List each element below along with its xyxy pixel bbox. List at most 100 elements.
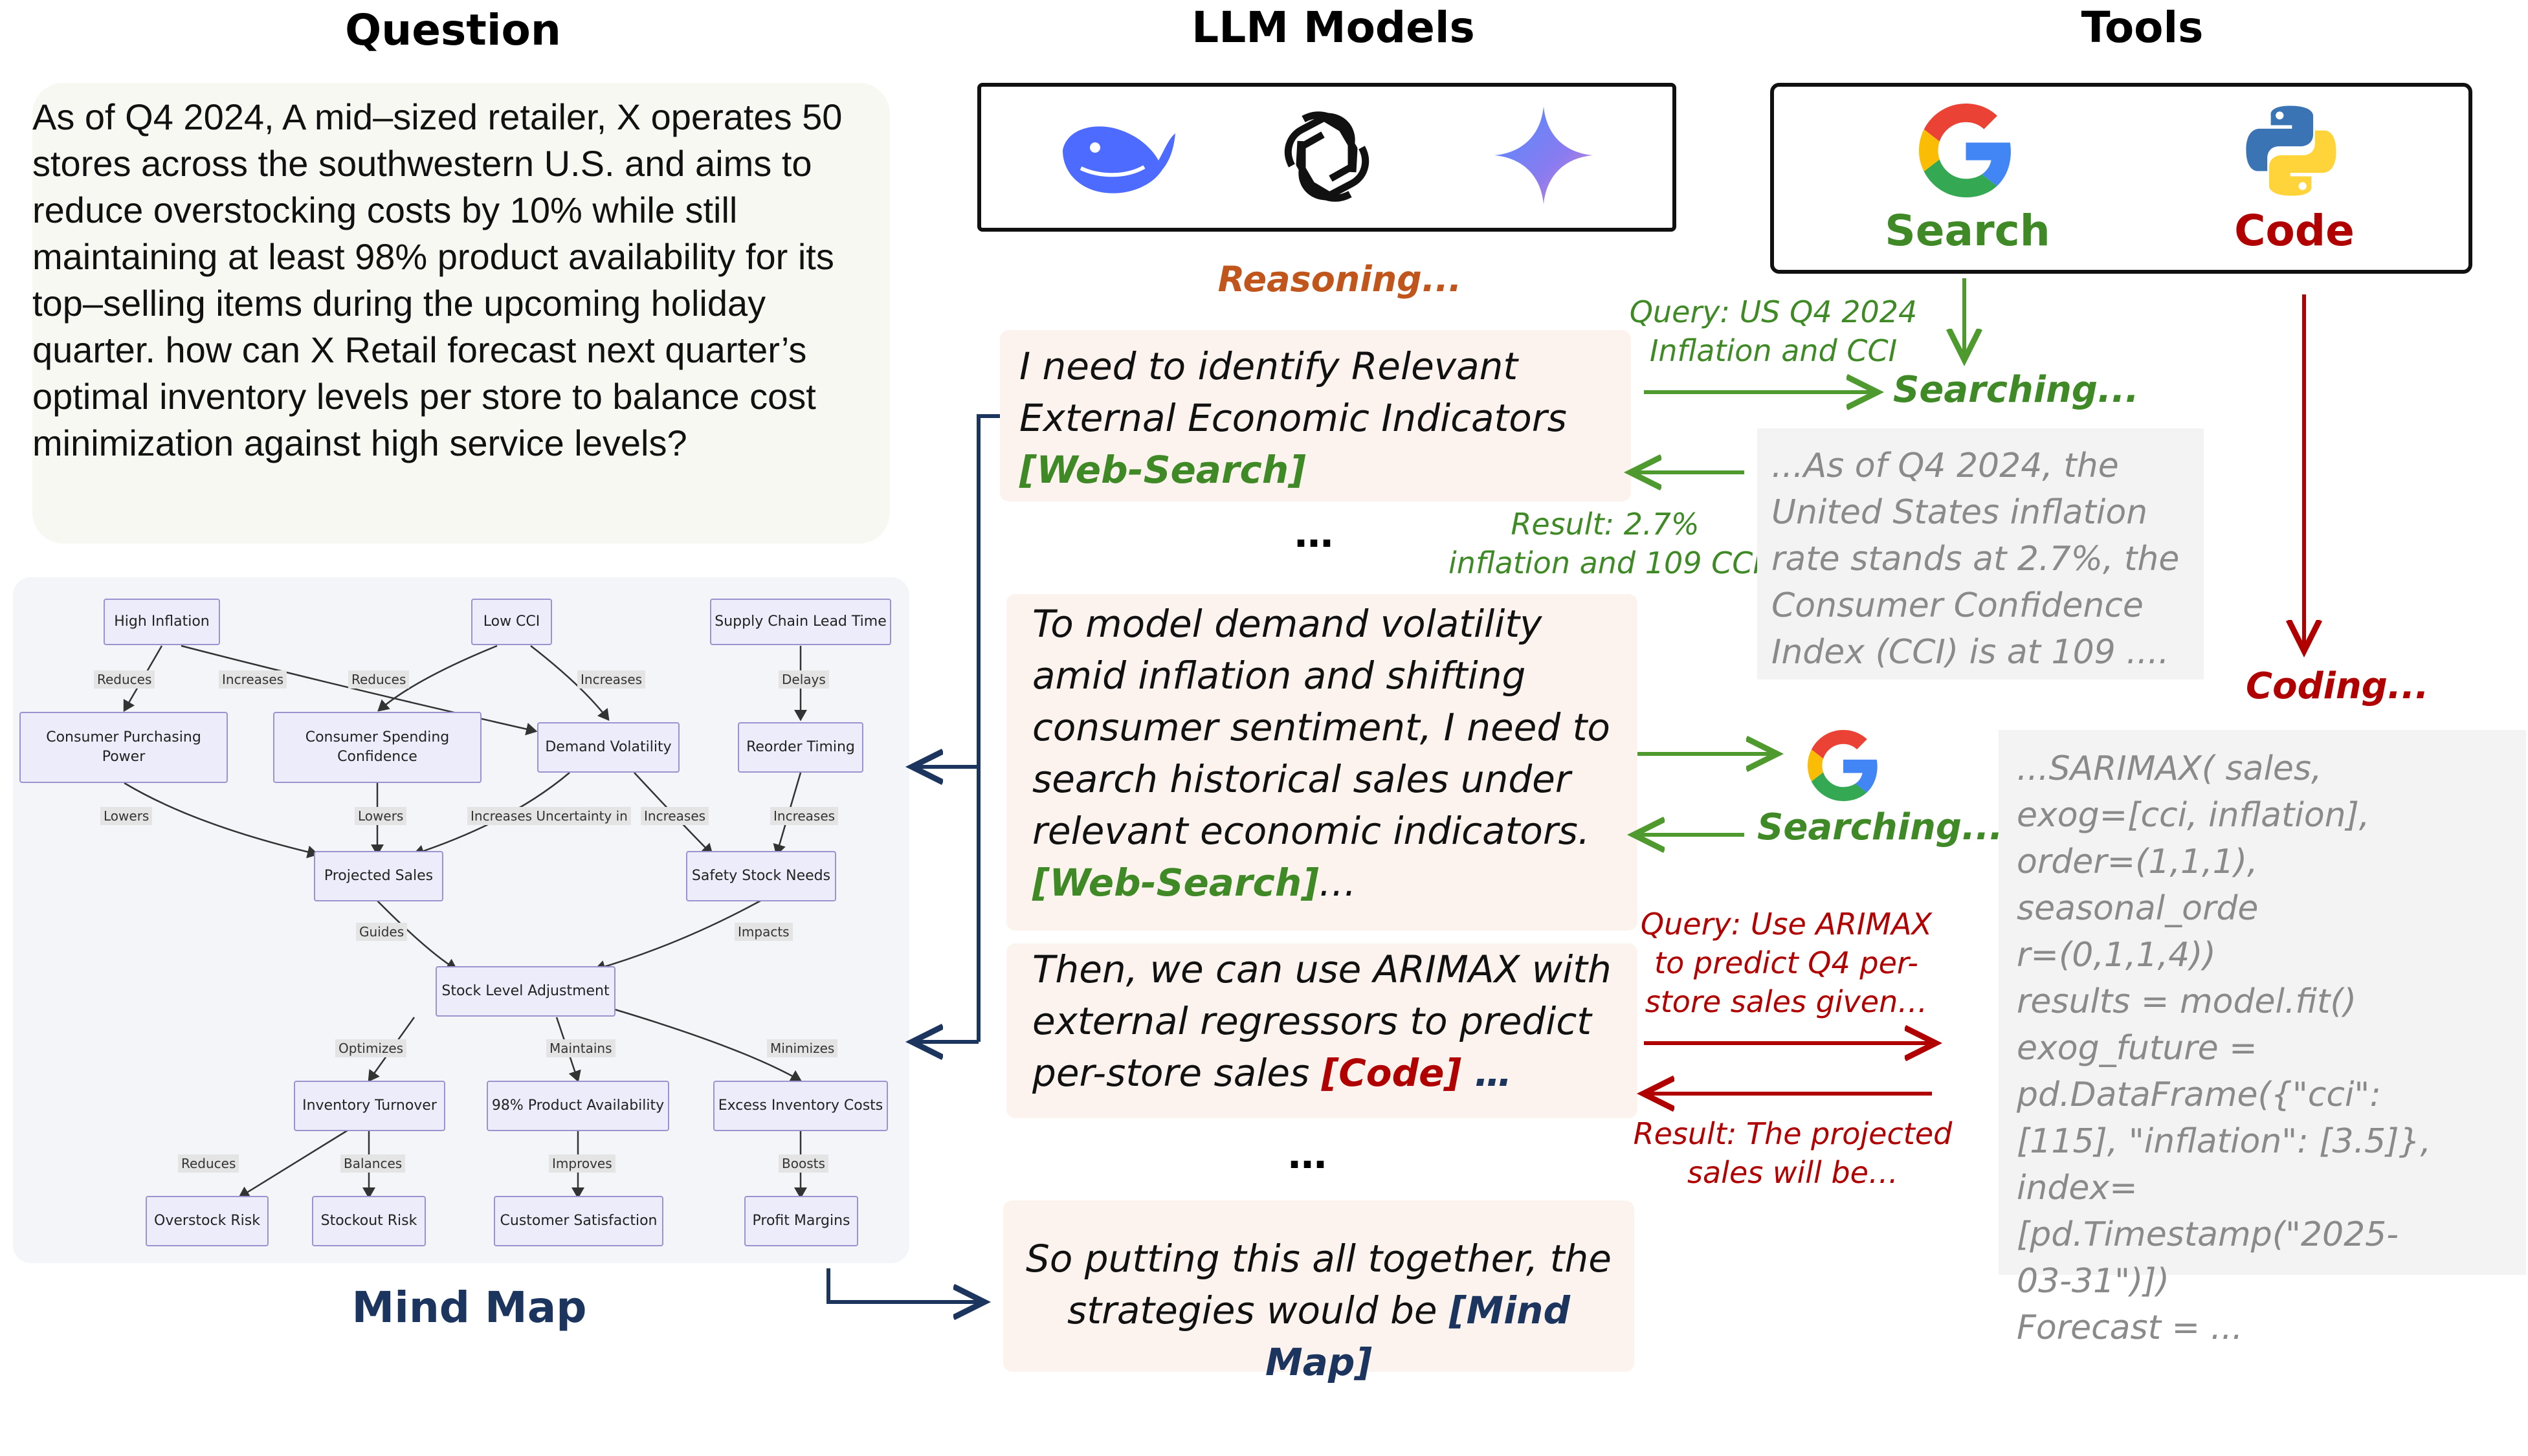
mm-node-excess-costs: Excess Inventory Costs	[713, 1081, 888, 1131]
search-query-label: Query: US Q4 2024 Inflation and CCI	[1605, 292, 1942, 370]
coding-label: Coding...	[2246, 665, 2429, 707]
code-line6: exog_future =	[2017, 1029, 2257, 1068]
code-line4: r=(0,1,1,4))	[2017, 936, 2216, 975]
mm-node-safety-stock: Safety Stock Needs	[686, 851, 836, 901]
code-line1: ...SARIMAX( sales,	[2017, 749, 2322, 788]
searching-label-2: Searching...	[1757, 806, 2003, 848]
code-query-line1: Query: Use ARIMAX	[1640, 907, 1933, 942]
mm-node-reorder-timing: Reorder Timing	[738, 722, 863, 773]
mm-edge-increases-uncertainty: Increases Uncertainty in	[467, 807, 631, 825]
code-result-line1: Result: The projected	[1633, 1116, 1953, 1151]
mm-node-projected-sales: Projected Sales	[314, 851, 443, 901]
result-text-line5: Index (CCI) is at 109 ....	[1771, 633, 2169, 672]
step2-line4: search historical sales under	[1032, 757, 1571, 801]
step3-line3: per-store sales	[1032, 1051, 1322, 1095]
code-line5: results = model.fit()	[2017, 982, 2356, 1021]
tools-box	[1770, 83, 2472, 274]
mm-node-low-cci: Low CCI	[471, 599, 552, 645]
mm-node-high-inflation: High Inflation	[104, 599, 220, 645]
searching-label-1: Searching...	[1893, 369, 2139, 411]
result-text-line4: Consumer Confidence	[1771, 586, 2144, 625]
code-query-label: Query: Use ARIMAX to predict Q4 per- sto…	[1631, 905, 1942, 1021]
reasoning-step-2: To model demand volatility amid inflatio…	[1006, 594, 1637, 931]
step1-line2: External Economic Indicators	[1019, 396, 1567, 440]
step3-code-tag: [Code]	[1321, 1051, 1462, 1095]
python-code-icon	[2246, 105, 2336, 196]
search-tool-label: Search	[1885, 206, 2050, 256]
step2-line2: amid inflation and shifting	[1032, 654, 1526, 698]
step4-line2: strategies would be	[1067, 1288, 1450, 1332]
mm-edge-lowers-2: Lowers	[355, 807, 407, 825]
mm-node-inventory-turnover: Inventory Turnover	[294, 1081, 445, 1131]
code-line2: exog=[cci, inflation],	[2017, 796, 2370, 835]
code-line8: [115], "inflation": [3.5]},	[2017, 1122, 2432, 1161]
mm-edge-improves: Improves	[549, 1154, 615, 1173]
step4-mind-map-tag: [Mind Map]	[1265, 1288, 1570, 1384]
code-tool-label: Code	[2234, 206, 2355, 256]
mind-map-panel	[13, 577, 909, 1263]
mm-node-stock-level: Stock Level Adjustment	[436, 966, 615, 1017]
step1-line1: I need to identify Relevant	[1019, 344, 1518, 388]
code-query-line3: store sales given…	[1645, 984, 1928, 1019]
mm-edge-increases-4: Increases	[770, 807, 839, 825]
search-query-line2: Inflation and CCI	[1649, 333, 1898, 368]
search-result-line2: inflation and 109 CCI	[1448, 546, 1762, 580]
mm-edge-increases-2: Increases	[577, 670, 646, 689]
step2-line5: relevant economic indicators.	[1032, 809, 1590, 853]
reasoning-step-3: Then, we can use ARIMAX with external re…	[1006, 943, 1637, 1118]
mm-node-profit-margins: Profit Margins	[744, 1196, 858, 1246]
code-line7: pd.DataFrame({"cci":	[2017, 1075, 2381, 1114]
mm-edge-impacts: Impacts	[735, 923, 793, 941]
mm-edge-reduces-2: Reduces	[348, 670, 410, 689]
mm-edge-balances: Balances	[340, 1154, 406, 1173]
code-box: ...SARIMAX( sales, exog=[cci, inflation]…	[1999, 730, 2526, 1347]
question-box	[32, 83, 890, 544]
step2-line3: consumer sentiment, I need to	[1032, 705, 1610, 749]
code-line3: order=(1,1,1), seasonal_orde	[2017, 843, 2259, 928]
mm-edge-reduces-1: Reduces	[94, 670, 155, 689]
mm-edge-optimizes: Optimizes	[335, 1039, 407, 1057]
llm-models-header: LLM Models	[1192, 3, 1475, 52]
reasoning-step-1: I need to identify Relevant External Eco…	[1000, 330, 1631, 502]
gemini-star-icon	[1494, 106, 1593, 204]
result-text-line1: ...As of Q4 2024, the	[1771, 447, 2119, 485]
mm-edge-increases-3: Increases	[641, 807, 709, 825]
google-search-icon-2	[1808, 730, 1878, 801]
step3-line1: Then, we can use ARIMAX with	[1032, 947, 1612, 991]
mm-edge-maintains: Maintains	[546, 1039, 615, 1057]
mm-edge-minimizes: Minimizes	[767, 1039, 838, 1057]
search-query-line1: Query: US Q4 2024	[1629, 294, 1918, 329]
mm-edge-delays: Delays	[779, 670, 829, 689]
mm-node-supply-chain: Supply Chain Lead Time	[710, 599, 891, 645]
mm-node-demand-volatility: Demand Volatility	[537, 722, 680, 773]
mm-node-overstock-risk: Overstock Risk	[146, 1196, 269, 1246]
mind-map-label: Mind Map	[351, 1283, 587, 1332]
code-result-line2: sales will be…	[1687, 1155, 1898, 1190]
mm-node-spending-confidence: Consumer Spending Confidence	[273, 712, 482, 783]
code-query-line2: to predict Q4 per-	[1654, 945, 1918, 980]
ellipsis-2: …	[1288, 1132, 1327, 1178]
mm-node-availability: 98% Product Availability	[487, 1081, 669, 1131]
code-line11: Forecast = ...	[2017, 1308, 2243, 1347]
code-line10: 03-31")])	[2017, 1262, 2169, 1301]
step2-tail: …	[1318, 861, 1357, 905]
search-result-label: Result: 2.7% inflation and 109 CCI	[1424, 505, 1786, 582]
mm-edge-boosts: Boosts	[779, 1154, 828, 1173]
openai-knot-icon	[1284, 111, 1369, 202]
question-text: As of Q4 2024, A mid–sized retailer, X o…	[32, 96, 843, 463]
deepseek-whale-icon	[1063, 126, 1175, 193]
mm-edge-guides: Guides	[356, 923, 408, 941]
step3-line2: external regressors to predict	[1032, 999, 1591, 1043]
mm-node-stockout-risk: Stockout Risk	[312, 1196, 426, 1246]
mm-edge-lowers-1: Lowers	[100, 807, 153, 825]
mm-edge-increases-1: Increases	[219, 670, 287, 689]
code-result-label: Result: The projected sales will be…	[1631, 1114, 1955, 1192]
search-result-line1: Result: 2.7%	[1511, 507, 1700, 542]
step1-web-search-tag: [Web-Search]	[1019, 448, 1306, 492]
llm-models-box	[977, 83, 1676, 232]
search-result-box: ...As of Q4 2024, the United States infl…	[1757, 428, 2204, 679]
question-header: Question	[345, 5, 561, 55]
step3-tail: …	[1461, 1051, 1513, 1095]
reasoning-label: Reasoning...	[1217, 259, 1462, 300]
